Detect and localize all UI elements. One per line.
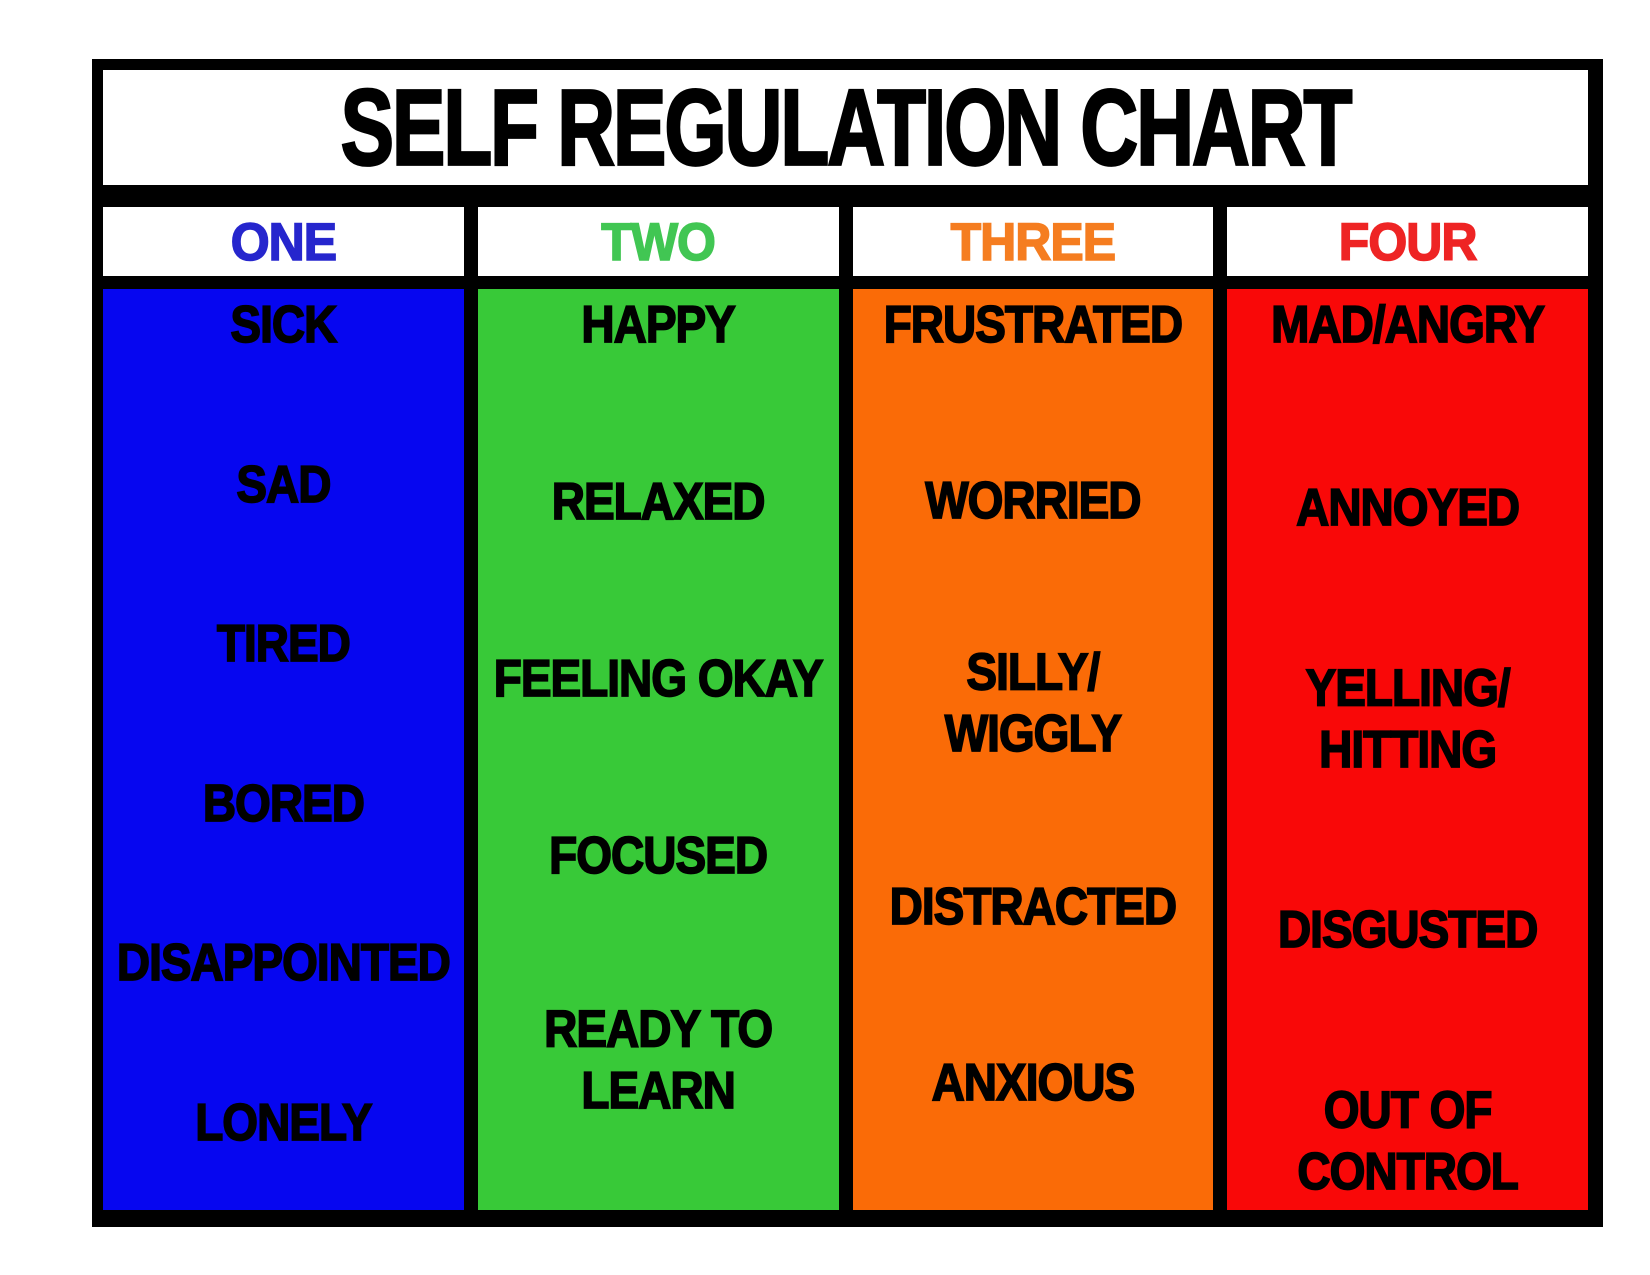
chart-grid: ONE TWO THREE FOUR SICK SAD TIRED BORED DISA… bbox=[103, 207, 1588, 1210]
emotion-word: ANXIOUS bbox=[931, 1052, 1136, 1112]
emotion-word: SAD bbox=[236, 454, 333, 514]
emotion-word: OUT OF CONTROL bbox=[1297, 1079, 1520, 1201]
column-four: MAD/ANGRY ANNOYED YELLING/ HITTING DISGUSTE… bbox=[1227, 289, 1588, 1210]
header-cell-one: ONE bbox=[103, 207, 464, 276]
column-two: HAPPY RELAXED FEELING OKAY FOCUSED READY TO … bbox=[477, 289, 839, 1210]
emotion-word: FOCUSED bbox=[548, 825, 768, 885]
header-cell-three: THREE bbox=[852, 207, 1214, 276]
emotion-word: YELLING/ HITTING bbox=[1305, 657, 1512, 779]
chart-title-box: SELF REGULATION CHART bbox=[103, 70, 1588, 185]
emotion-word: SICK bbox=[230, 294, 338, 354]
column-one: SICK SAD TIRED BORED DISAPPOINTED LONELY bbox=[103, 289, 464, 1210]
column-three: FRUSTRATED WORRIED SILLY/ WIGGLY DISTRACTED… bbox=[852, 289, 1214, 1210]
header-label-three: THREE bbox=[950, 212, 1117, 271]
emotion-word: DISTRACTED bbox=[889, 876, 1178, 936]
emotion-word: SILLY/ WIGGLY bbox=[944, 642, 1123, 764]
emotion-word: READY TO LEARN bbox=[543, 998, 774, 1120]
emotion-word: DISAPPOINTED bbox=[116, 932, 452, 992]
header-label-four: FOUR bbox=[1338, 212, 1478, 271]
emotion-word: WORRIED bbox=[924, 470, 1142, 530]
emotion-word: HAPPY bbox=[581, 294, 737, 354]
emotion-word: ANNOYED bbox=[1295, 477, 1521, 537]
emotion-word: TIRED bbox=[216, 613, 352, 673]
emotion-word: FEELING OKAY bbox=[493, 648, 824, 708]
chart-frame: SELF REGULATION CHART ONE TWO THREE FOUR… bbox=[92, 59, 1603, 1227]
header-label-one: ONE bbox=[230, 212, 338, 271]
emotion-word: DISGUSTED bbox=[1277, 899, 1539, 959]
emotion-word: BORED bbox=[202, 773, 366, 833]
chart-title: SELF REGULATION CHART bbox=[340, 70, 1354, 185]
emotion-word: FRUSTRATED bbox=[883, 294, 1184, 354]
header-label-two: TWO bbox=[601, 212, 717, 271]
emotion-word: MAD/ANGRY bbox=[1270, 294, 1545, 354]
emotion-word: LONELY bbox=[194, 1092, 373, 1152]
emotion-word: RELAXED bbox=[551, 471, 766, 531]
header-cell-four: FOUR bbox=[1227, 207, 1588, 276]
header-cell-two: TWO bbox=[477, 207, 839, 276]
